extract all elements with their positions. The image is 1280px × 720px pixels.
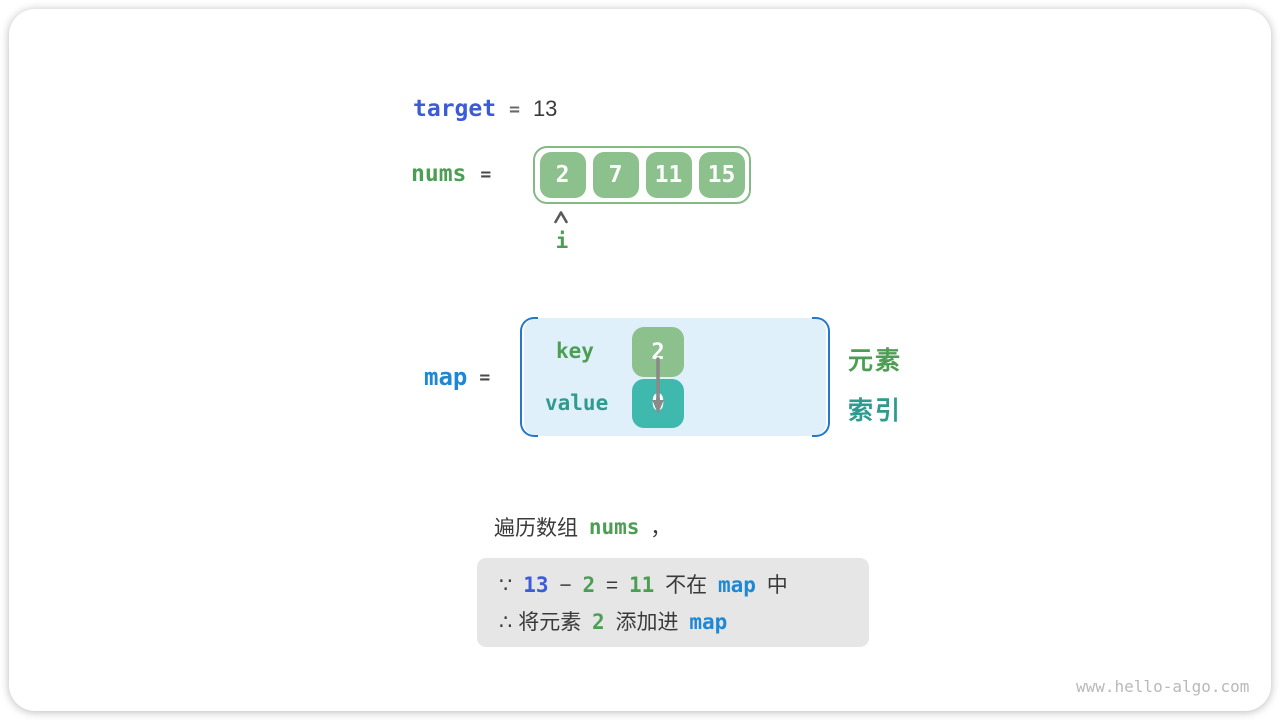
traverse-caption: 遍历数组 nums ， xyxy=(494,513,671,541)
text-segment: 11 xyxy=(629,573,655,597)
reason-line-1: ∵ 13 − 2 = 11 不在 map 中 xyxy=(499,567,869,604)
text-segment: ∴ 将元素 xyxy=(499,611,588,634)
nums-equals-sign: = xyxy=(480,163,492,185)
text-segment: 2 xyxy=(592,610,605,634)
text-segment: ， xyxy=(644,517,672,540)
map-variable-label: map xyxy=(424,363,468,391)
reason-line-2: ∴ 将元素 2 添加进 map xyxy=(499,604,869,641)
array-cell: 11 xyxy=(645,152,692,198)
key-to-value-arrow-icon xyxy=(652,357,664,414)
map-label-row: map = xyxy=(424,363,490,391)
map-value-label: value xyxy=(545,391,609,415)
text-segment: nums xyxy=(588,515,640,539)
index-pointer-caret-icon xyxy=(554,211,568,224)
text-segment: 13 xyxy=(523,573,549,597)
index-side-label: 索引 xyxy=(848,397,903,425)
map-left-bracket xyxy=(520,317,538,437)
nums-variable-label: nums xyxy=(411,161,467,187)
map-key-label: key xyxy=(556,339,594,363)
map-right-bracket xyxy=(812,317,830,437)
text-segment: − xyxy=(553,574,578,597)
array-cell: 2 xyxy=(539,152,586,198)
target-variable-label: target xyxy=(413,96,497,122)
text-segment: 2 xyxy=(582,573,596,597)
text-segment: 中 xyxy=(760,574,788,597)
map-container: key 2 value 0 xyxy=(520,317,830,437)
element-side-label: 元素 xyxy=(848,347,903,375)
text-segment: ∵ xyxy=(499,574,519,597)
map-equals-sign: = xyxy=(479,366,491,388)
target-equals-sign: = xyxy=(509,98,520,120)
text-segment: 添加进 xyxy=(609,611,685,634)
text-segment: = xyxy=(600,574,625,597)
array-cell: 7 xyxy=(592,152,639,198)
array-cell: 15 xyxy=(698,152,745,198)
text-segment: 遍历数组 xyxy=(494,517,584,540)
index-pointer-label: i xyxy=(555,229,569,253)
target-row: target = 13 xyxy=(413,95,557,123)
text-segment: 不在 xyxy=(659,574,713,597)
text-segment: map xyxy=(689,610,728,634)
watermark-url: www.hello-algo.com xyxy=(1076,677,1250,696)
reason-box: ∵ 13 − 2 = 11 不在 map 中 ∴ 将元素 2 添加进 map xyxy=(477,558,869,647)
nums-label-row: nums = xyxy=(411,160,491,188)
text-segment: map xyxy=(718,573,756,597)
target-value: 13 xyxy=(532,96,558,121)
